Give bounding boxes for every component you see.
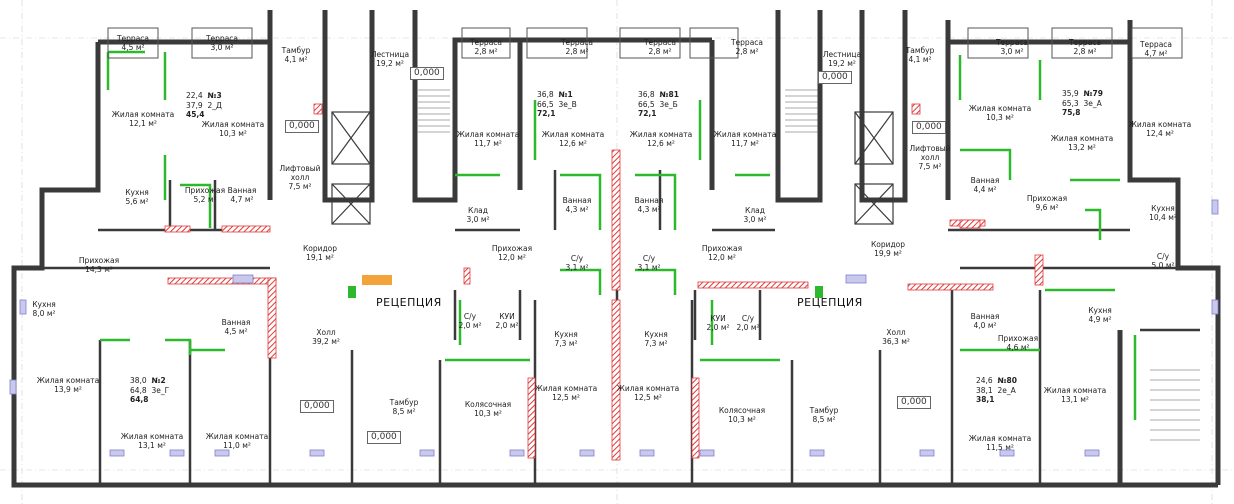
elevation-mark: 0,000 bbox=[367, 431, 401, 444]
reception-label: РЕЦЕПЦИЯ bbox=[376, 296, 442, 309]
elevation-mark: 0,000 bbox=[818, 71, 852, 84]
reception-label: РЕЦЕПЦИЯ bbox=[797, 296, 863, 309]
elevation-mark: 0,000 bbox=[300, 400, 334, 413]
elevation-mark: 0,000 bbox=[912, 121, 946, 134]
elevation-mark: 0,000 bbox=[410, 67, 444, 80]
elevation-mark: 0,000 bbox=[897, 396, 931, 409]
elevation-mark: 0,000 bbox=[285, 120, 319, 133]
